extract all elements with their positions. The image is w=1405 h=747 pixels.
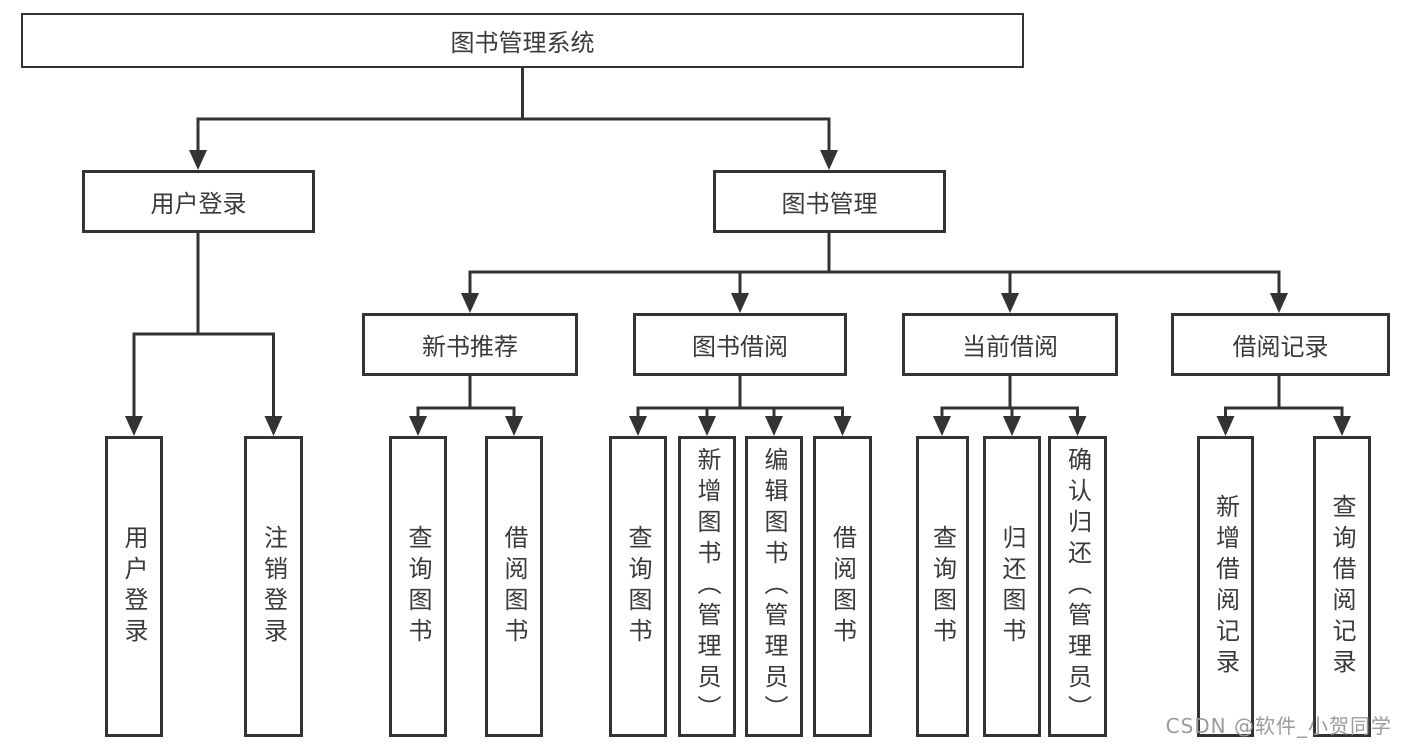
connector-userlogin-to-leaves [132, 231, 275, 424]
connector-bookborrow-to-leaves [636, 374, 844, 424]
leaf-label: 确认归还（管理员） [1063, 447, 1092, 726]
arrowhead [409, 416, 427, 436]
arrowhead [125, 416, 143, 436]
leaf-label: 新增借阅记录 [1211, 493, 1240, 680]
watermark: CSDN @软件_小贺同学 [1165, 714, 1392, 738]
node-leaf-edit-book-admin: 编辑图书（管理员） [745, 436, 803, 737]
arrowhead [820, 150, 838, 170]
node-leaf-query-books-recommend: 查询图书 [389, 436, 447, 737]
node-leaf-add-book-admin: 新增图书（管理员） [678, 436, 736, 737]
arrowhead [933, 416, 951, 436]
node-leaf-query-borrow-record: 查询借阅记录 [1313, 436, 1371, 737]
node-leaf-borrow-books: 借阅图书 [813, 436, 872, 737]
leaf-label: 编辑图书（管理员） [760, 447, 788, 726]
node-leaf-logout: 注销登录 [244, 436, 303, 737]
arrowhead [1333, 416, 1351, 436]
connector-bookmgmt-to-level3 [468, 231, 1281, 300]
leaf-label: 注销登录 [259, 524, 288, 649]
node-book-borrow: 图书借阅 [633, 313, 847, 376]
node-user-login: 用户登录 [82, 170, 315, 233]
node-book-management-label: 图书管理 [781, 190, 878, 218]
node-leaf-borrow-books-recommend: 借阅图书 [485, 436, 543, 737]
node-book-borrow-label: 图书借阅 [692, 333, 788, 361]
node-root-label: 图书管理系统 [450, 29, 595, 57]
leaf-label: 查询借阅记录 [1328, 493, 1356, 680]
leaf-label: 用户登录 [120, 524, 148, 649]
node-root: 图书管理系统 [21, 13, 1024, 68]
leaf-label: 查询图书 [928, 524, 957, 649]
arrowhead [189, 150, 207, 170]
node-leaf-confirm-return-admin: 确认归还（管理员） [1048, 436, 1107, 737]
arrowhead [1270, 293, 1288, 313]
leaf-label: 借阅图书 [500, 524, 528, 649]
arrowhead [505, 416, 523, 436]
arrowhead [264, 416, 283, 436]
arrowhead [1003, 416, 1021, 436]
leaf-label: 借阅图书 [828, 524, 857, 649]
leaf-label: 查询图书 [624, 524, 652, 649]
node-current-borrow: 当前借阅 [902, 313, 1118, 376]
node-user-login-label: 用户登录 [150, 190, 247, 218]
connector-records-to-leaves [1224, 374, 1344, 424]
node-leaf-user-login: 用户登录 [105, 436, 163, 737]
connector-newbook-to-leaves [416, 374, 516, 424]
node-book-management: 图书管理 [713, 170, 946, 233]
arrowhead [629, 416, 647, 436]
arrowhead [1068, 416, 1087, 436]
arrowhead [1001, 293, 1019, 313]
node-new-book-recommend: 新书推荐 [362, 313, 578, 376]
arrowhead [461, 293, 479, 313]
node-current-borrow-label: 当前借阅 [962, 333, 1058, 361]
arrowhead [765, 416, 783, 436]
node-new-book-recommend-label: 新书推荐 [422, 333, 518, 361]
node-leaf-query-books-current: 查询图书 [916, 436, 969, 737]
node-leaf-return-book: 归还图书 [983, 436, 1041, 737]
node-borrow-records-label: 借阅记录 [1232, 333, 1329, 361]
arrowhead [731, 293, 749, 313]
leaf-label: 查询图书 [404, 524, 432, 649]
node-borrow-records: 借阅记录 [1171, 313, 1390, 376]
arrowhead [698, 416, 716, 436]
arrowhead [1216, 416, 1235, 436]
node-leaf-query-books-borrow: 查询图书 [609, 436, 667, 737]
leaf-label: 新增图书（管理员） [693, 447, 721, 726]
connector-currentborrow-to-leaves [940, 374, 1079, 424]
arrowhead [833, 416, 852, 436]
node-leaf-add-borrow-record: 新增借阅记录 [1197, 436, 1254, 737]
connector-root-to-level2 [196, 66, 831, 155]
leaf-label: 归还图书 [998, 524, 1026, 649]
